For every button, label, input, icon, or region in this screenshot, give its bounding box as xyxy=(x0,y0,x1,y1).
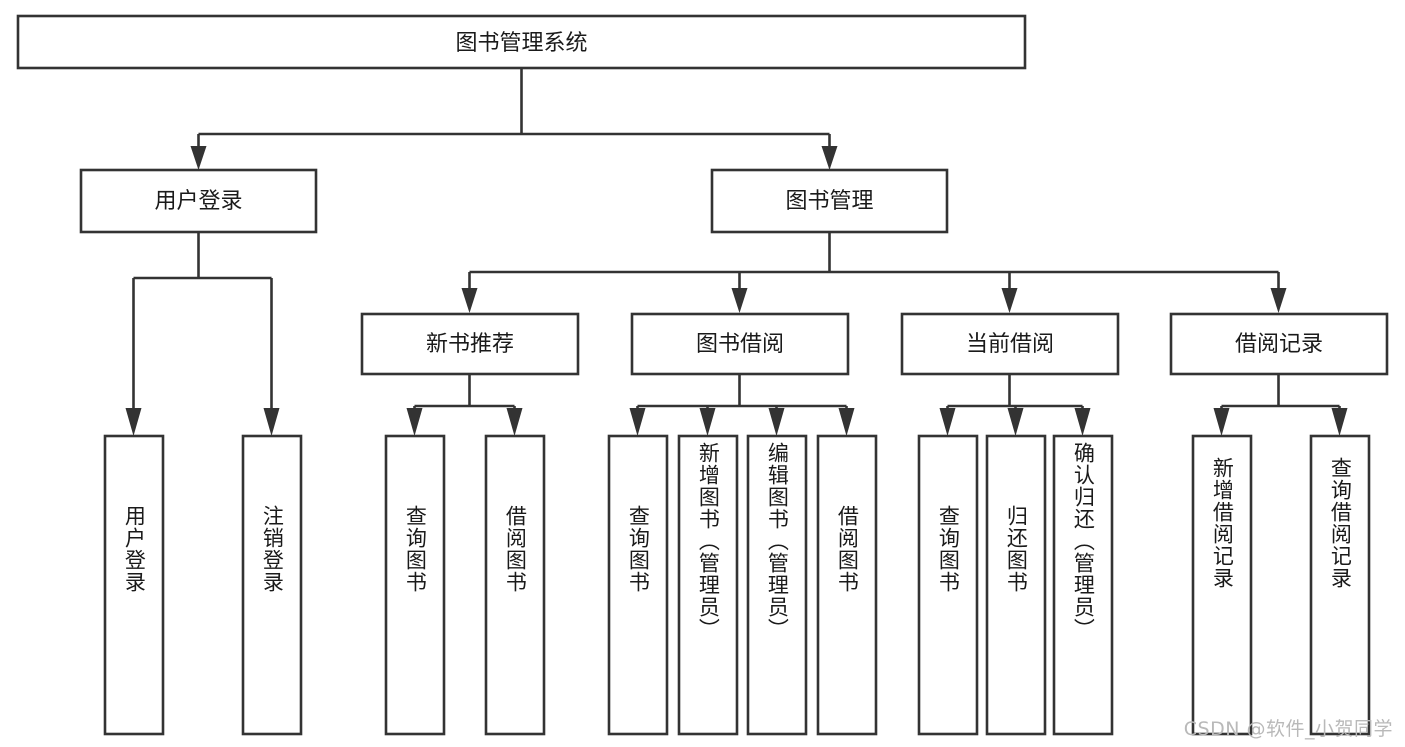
node-book-borrow-box[interactable] xyxy=(630,312,850,376)
arrow-head-leaf-add-book xyxy=(699,408,716,436)
arrow-head-leaf-query-book-3 xyxy=(939,408,956,436)
leaf-box-add-record[interactable] xyxy=(1191,434,1253,736)
connector-group-root xyxy=(190,68,838,170)
watermark-text: CSDN @软件_小贺同学 xyxy=(1183,718,1393,740)
arrow-head-book-borrow xyxy=(731,288,748,313)
arrow-head-leaf-add-record xyxy=(1213,408,1230,436)
node-new-book-recommend-box[interactable] xyxy=(360,312,580,376)
leaf-box-borrow-book-1[interactable] xyxy=(484,434,546,736)
arrow-head-leaf-borrow-book-1 xyxy=(506,408,523,436)
leaf-box-query-book-2[interactable] xyxy=(607,434,669,736)
node-book-borrow[interactable]: 图书借阅 xyxy=(630,312,850,376)
node-current-borrow[interactable]: 当前借阅 xyxy=(900,312,1120,376)
leaf-box-query-book-3[interactable] xyxy=(917,434,979,736)
arrow-head-leaf-user-login xyxy=(125,408,142,436)
leaf-box-borrow-book-2[interactable] xyxy=(816,434,878,736)
node-new-book-recommend[interactable]: 新书推荐 xyxy=(360,312,580,376)
arrow-head-leaf-query-record xyxy=(1331,408,1348,436)
leaf-box-confirm-return[interactable] xyxy=(1052,434,1114,736)
arrow-head-leaf-return-book xyxy=(1007,408,1024,436)
leaf-box-user-logout[interactable] xyxy=(241,434,303,736)
node-borrow-record[interactable]: 借阅记录 xyxy=(1169,312,1389,376)
arrow-head-borrow-record xyxy=(1270,288,1287,313)
leaf-box-query-record[interactable] xyxy=(1309,434,1371,736)
node-book-borrow-label: 图书借阅 xyxy=(696,332,784,357)
arrow-head-book-management xyxy=(821,146,838,170)
node-book-management-label: 图书管理 xyxy=(785,189,873,214)
node-book-management-box[interactable] xyxy=(710,168,949,234)
node-borrow-record-label: 借阅记录 xyxy=(1235,332,1323,357)
node-borrow-record-box[interactable] xyxy=(1169,312,1389,376)
node-root[interactable]: 图书管理系统 xyxy=(16,14,1027,70)
arrow-head-leaf-query-book-2 xyxy=(629,408,646,436)
node-user-login-label: 用户登录 xyxy=(154,189,242,214)
leaf-box-edit-book[interactable] xyxy=(746,434,808,736)
connector-group-book-borrow xyxy=(629,374,855,436)
arrow-head-leaf-user-logout xyxy=(263,408,280,436)
node-user-login-box[interactable] xyxy=(79,168,318,234)
connector-group-new-book-recommend xyxy=(406,374,523,436)
leaf-box-query-book-1[interactable] xyxy=(384,434,446,736)
arrow-head-user-login xyxy=(190,146,207,170)
leaf-box-user-login[interactable] xyxy=(103,434,165,736)
node-user-login[interactable]: 用户登录 xyxy=(79,168,318,234)
arrow-head-leaf-borrow-book-2 xyxy=(838,408,855,436)
arrow-head-leaf-confirm-return xyxy=(1074,408,1091,436)
leaf-box-add-book[interactable] xyxy=(677,434,739,736)
arrow-head-leaf-edit-book xyxy=(768,408,785,436)
connector-group-borrow-record xyxy=(1213,374,1348,436)
leaf-box-return-book[interactable] xyxy=(985,434,1047,736)
node-root-box[interactable] xyxy=(16,14,1027,70)
node-current-borrow-box[interactable] xyxy=(900,312,1120,376)
arrow-head-new-book-recommend xyxy=(461,288,478,313)
connector-group-current-borrow xyxy=(939,374,1091,436)
arrow-head-current-borrow xyxy=(1001,288,1018,313)
node-new-book-recommend-label: 新书推荐 xyxy=(426,332,514,357)
connector-group-user-login xyxy=(125,232,280,436)
connector-group-book-management xyxy=(461,232,1287,313)
node-book-management[interactable]: 图书管理 xyxy=(710,168,949,234)
node-root-label: 图书管理系统 xyxy=(455,31,587,56)
node-current-borrow-label: 当前借阅 xyxy=(966,332,1054,357)
arrow-head-leaf-query-book-1 xyxy=(406,408,423,436)
